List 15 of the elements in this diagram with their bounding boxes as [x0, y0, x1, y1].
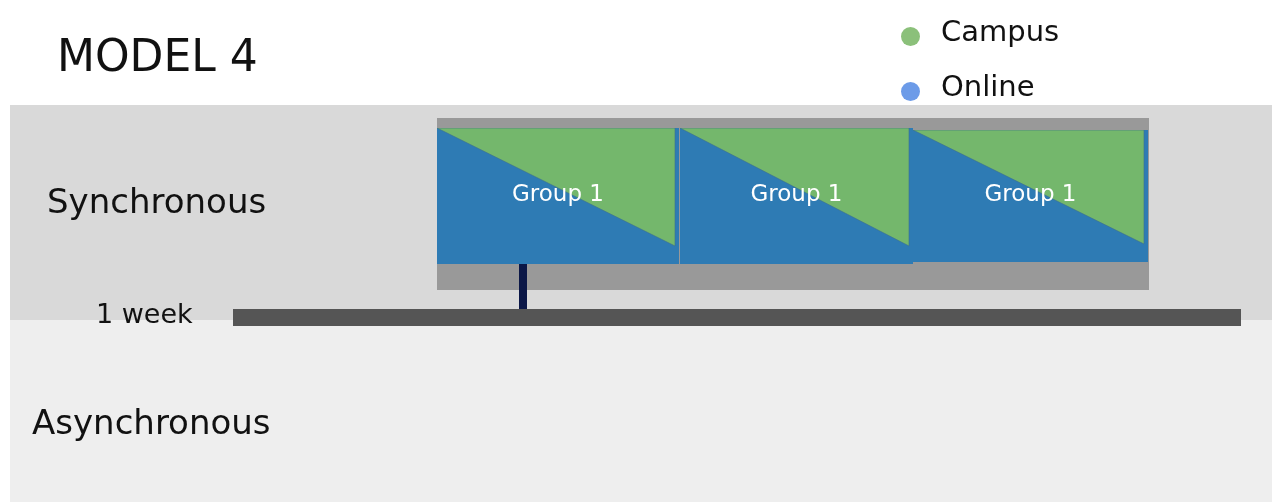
timeline-bar — [233, 309, 1241, 326]
group-label: Group 1 — [512, 180, 604, 207]
band-label: Asynchronous — [32, 402, 271, 442]
split-box — [680, 128, 913, 264]
group-label: Group 1 — [750, 180, 843, 207]
group-label: Group 1 — [984, 180, 1077, 207]
split-box — [437, 128, 679, 264]
split-box — [913, 130, 1148, 262]
duration-label: 1 week — [96, 298, 193, 329]
container-box — [437, 118, 1149, 290]
connector-line — [519, 264, 527, 309]
legend-label: Campus — [941, 14, 1060, 48]
title: MODEL 4 — [57, 30, 258, 81]
band-label: Synchronous — [47, 181, 267, 221]
legend-label: Online — [941, 69, 1035, 103]
